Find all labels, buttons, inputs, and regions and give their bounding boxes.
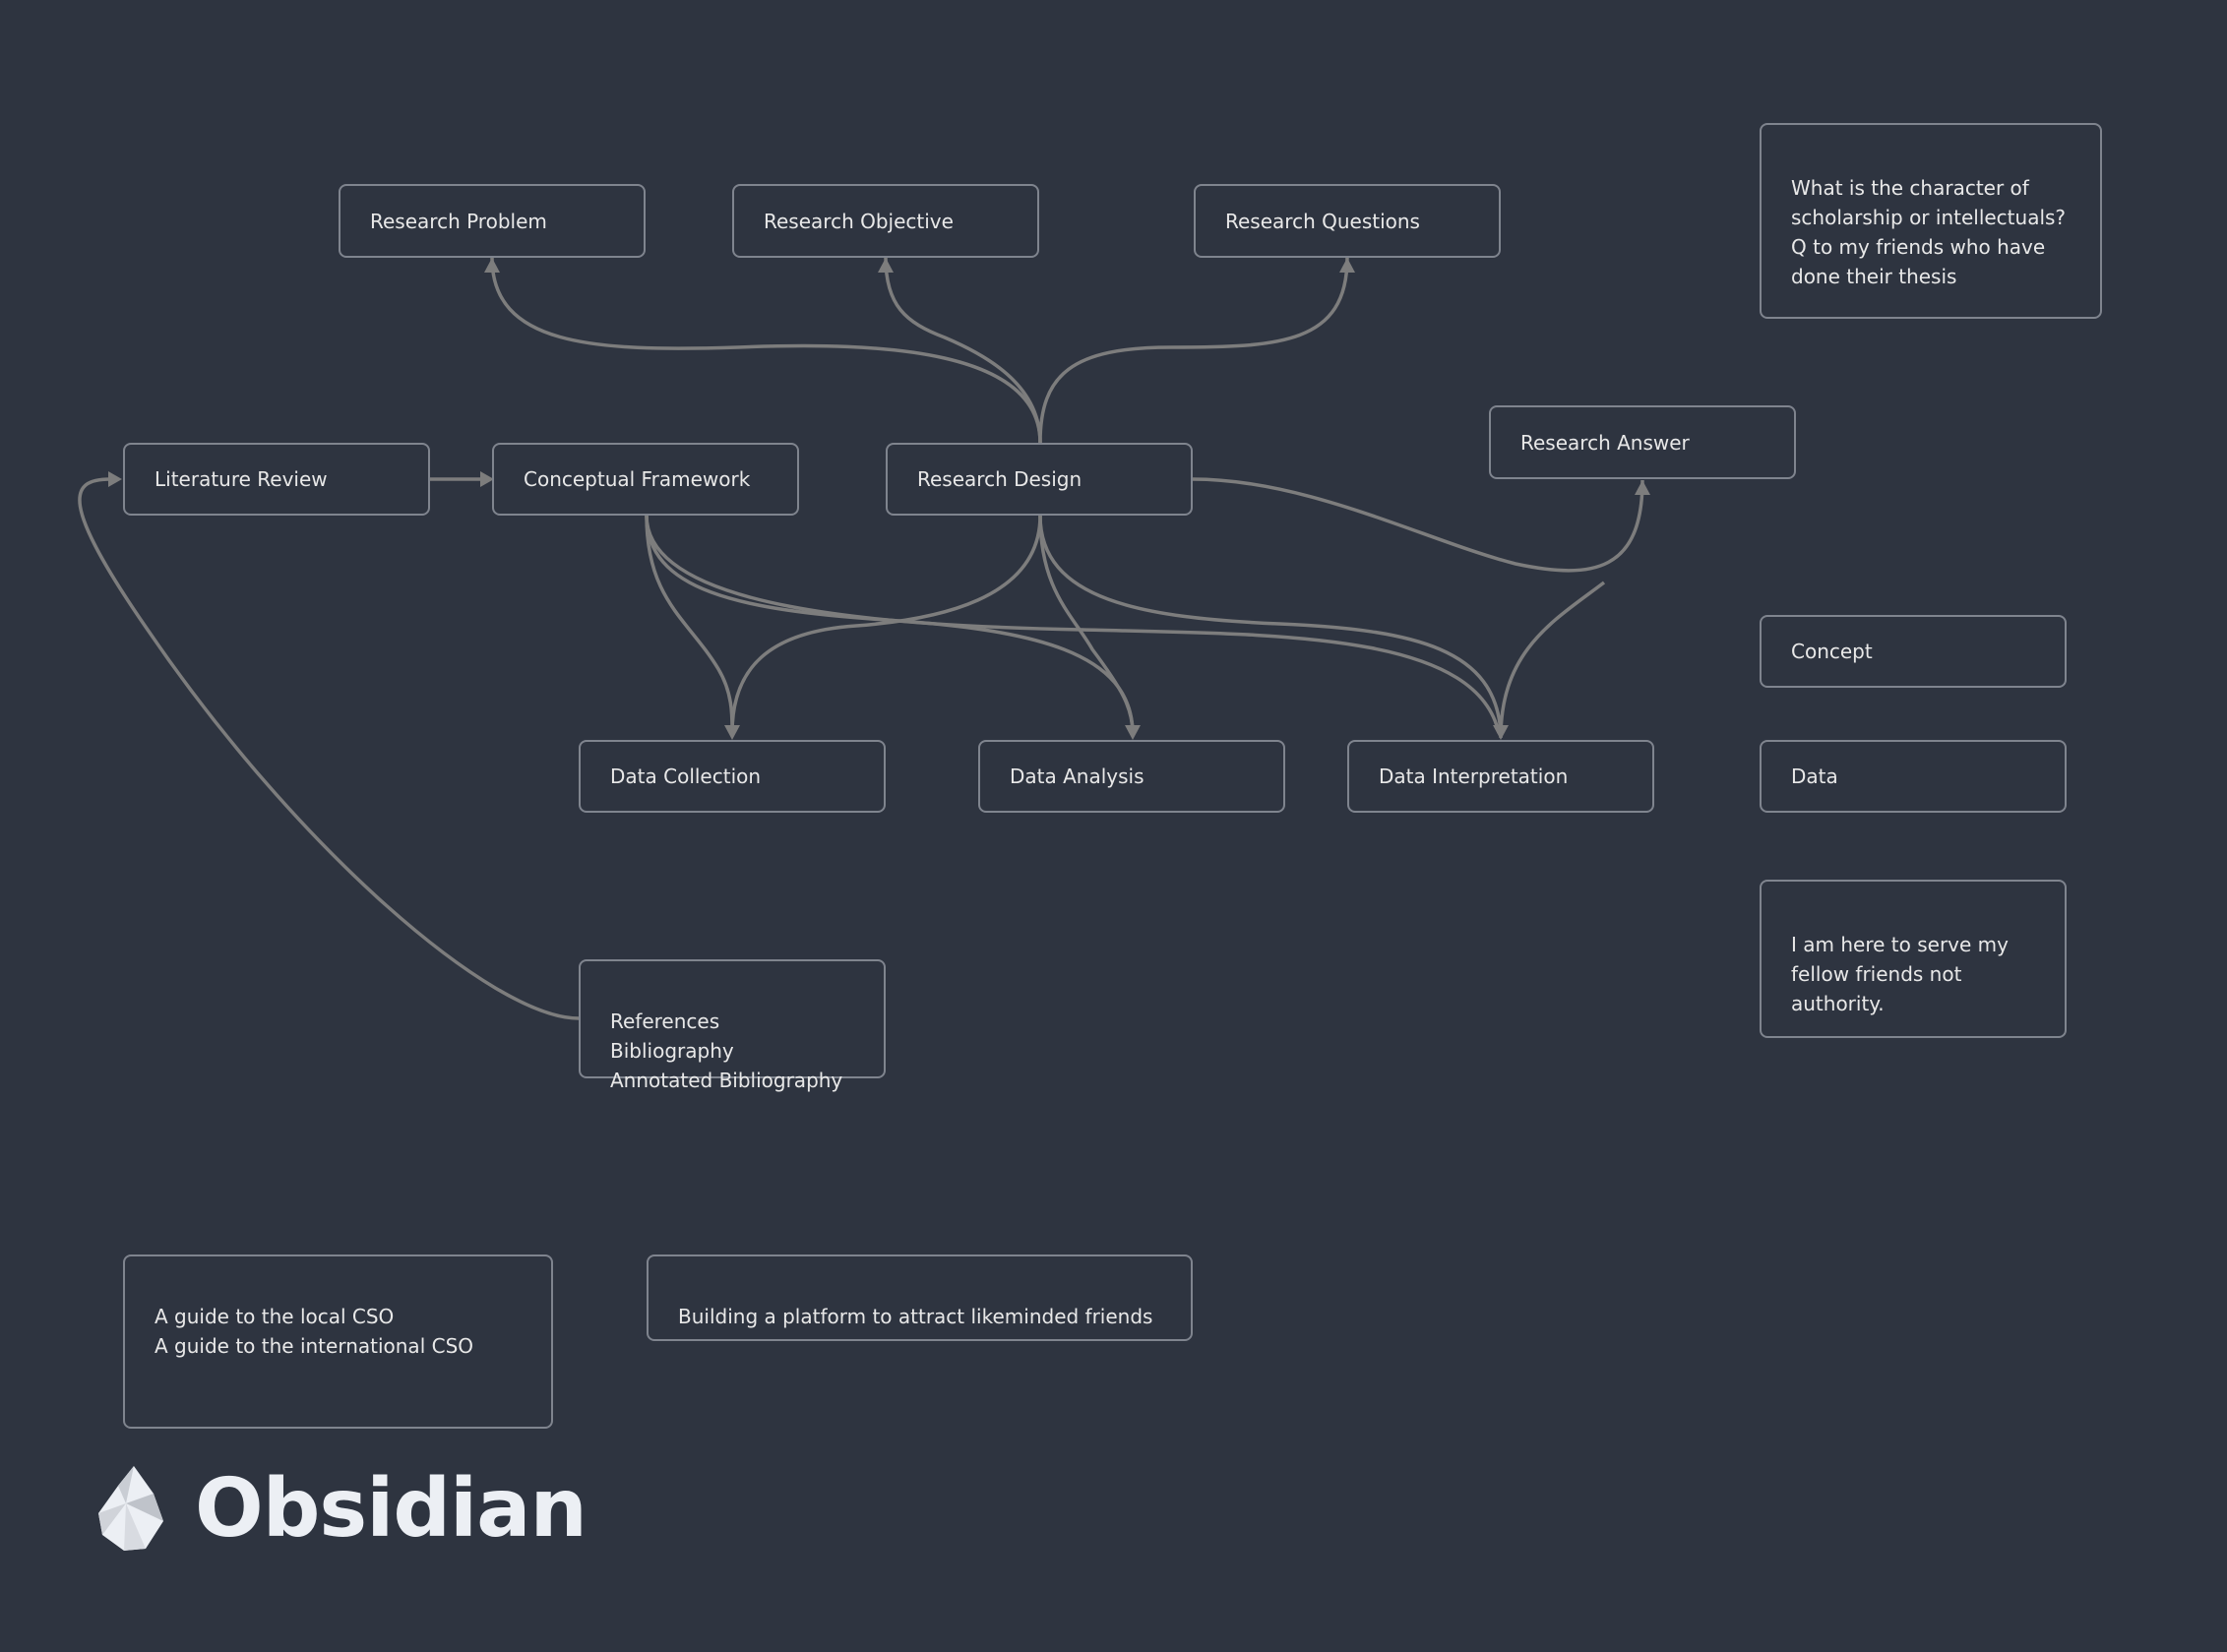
note-text: A guide to the local CSO A guide to the … [155,1305,474,1358]
arrowhead-literature [108,471,122,487]
node-data[interactable]: Data [1760,740,2067,813]
node-label: Data [1791,765,1838,788]
node-label: Data Collection [610,765,762,788]
node-research-problem[interactable]: Research Problem [339,184,646,258]
node-data-analysis[interactable]: Data Analysis [978,740,1285,813]
arrowhead-answer [1635,480,1650,495]
node-literature-review[interactable]: Literature Review [123,443,430,516]
arrowhead-interpretation [1493,725,1509,740]
edge-design-to-collection [730,515,1042,734]
arrowhead-questions [1339,258,1355,273]
obsidian-gem-icon [98,1466,163,1551]
node-label: Literature Review [155,467,328,491]
obsidian-logo: Obsidian [96,1461,588,1556]
edge-design-to-interpretation [1038,515,1503,734]
node-data-collection[interactable]: Data Collection [579,740,886,813]
note-text: Building a platform to attract likeminde… [678,1305,1153,1328]
node-label: Concept [1791,640,1873,663]
edge-framework-to-interpretation [645,515,1501,734]
edge-design-to-problem [490,257,1042,444]
node-concept[interactable]: Concept [1760,615,2067,688]
node-label: Research Objective [764,209,954,233]
note-platform[interactable]: Building a platform to attract likeminde… [647,1254,1193,1341]
edge-framework-to-analysis [645,515,1135,734]
edge-framework-to-collection [645,515,734,734]
node-label: Research Problem [370,209,547,233]
edge-design-to-analysis [1038,515,1135,734]
note-character-of-scholarship[interactable]: What is the character of scholarship or … [1760,123,2102,319]
node-label: Data Interpretation [1379,765,1569,788]
node-label: Data Analysis [1010,765,1144,788]
edge-design-to-objective [884,257,1042,444]
node-data-interpretation[interactable]: Data Interpretation [1347,740,1654,813]
note-cso-guide[interactable]: A guide to the local CSO A guide to the … [123,1254,553,1429]
note-text: I am here to serve my fellow friends not… [1791,933,2009,1015]
node-research-questions[interactable]: Research Questions [1194,184,1501,258]
arrowhead-problem [484,258,500,273]
node-label: Conceptual Framework [524,467,751,491]
node-research-design[interactable]: Research Design [886,443,1193,516]
node-label: Research Answer [1520,430,1690,455]
node-research-objective[interactable]: Research Objective [732,184,1039,258]
node-research-answer[interactable]: Research Answer [1489,405,1796,479]
edge-interpretation-to-answer [1499,581,1606,739]
edge-design-to-questions [1038,257,1349,444]
node-references[interactable]: References Bibliography Annotated Biblio… [579,959,886,1092]
arrowhead-collection-a [724,725,740,740]
note-serve-friends[interactable]: I am here to serve my fellow friends not… [1760,880,2067,1038]
node-label: References Bibliography Annotated Biblio… [610,1010,843,1092]
node-conceptual-framework[interactable]: Conceptual Framework [492,443,799,516]
arrowhead-analysis [1125,725,1141,740]
node-label: Research Design [917,467,1083,491]
node-label: Research Questions [1225,209,1420,233]
arrowhead-objective [878,258,894,273]
edge-design-to-answer [1192,477,1644,573]
logo-wordmark: Obsidian [195,1461,588,1556]
note-text: What is the character of scholarship or … [1791,176,2067,288]
edge-references-to-literature [78,477,580,1020]
